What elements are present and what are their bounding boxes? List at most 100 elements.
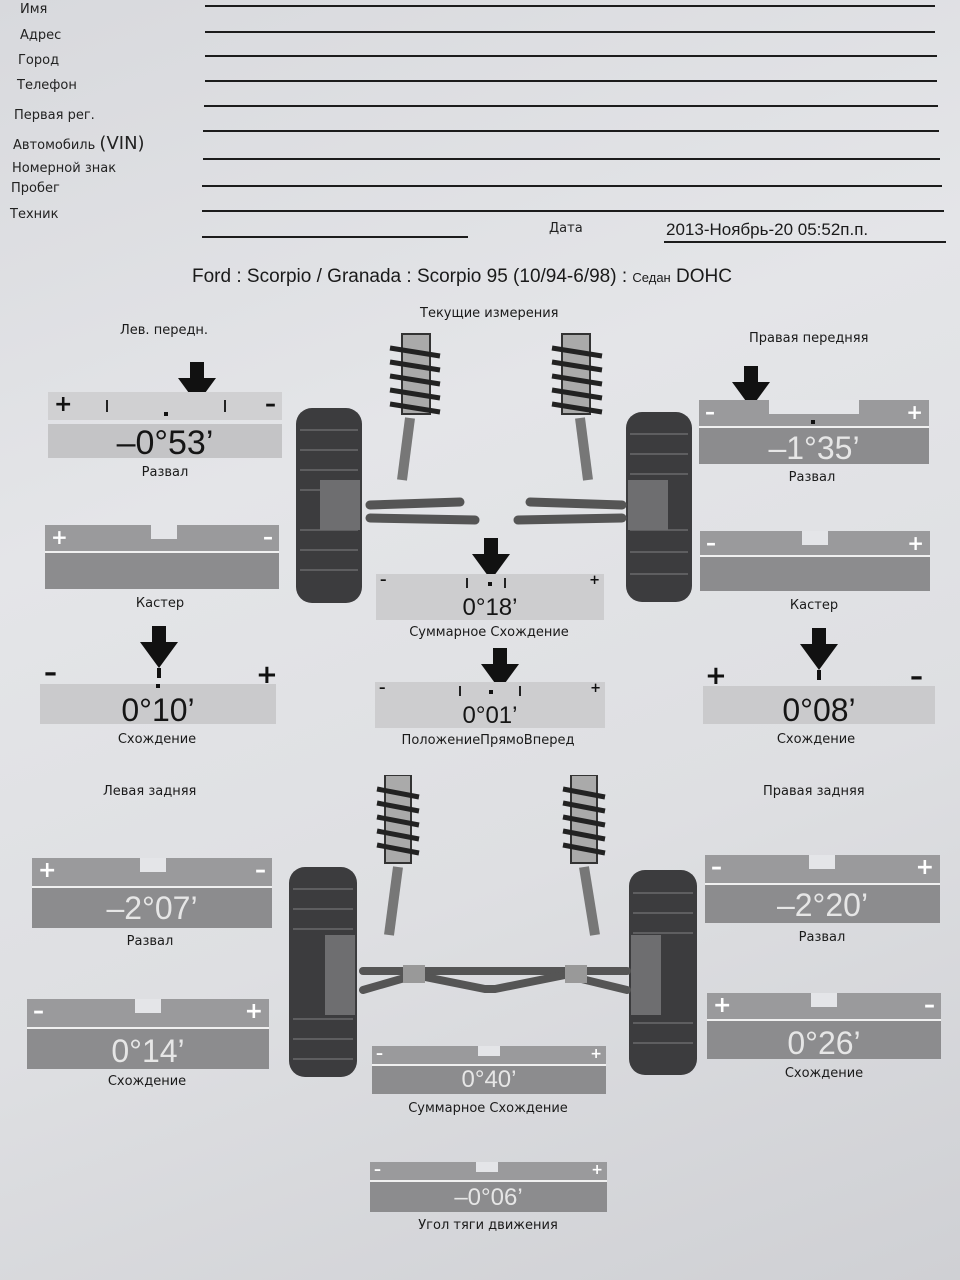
city-label: Город xyxy=(18,53,60,68)
rear-axle-icon xyxy=(359,967,631,994)
straight-ahead-label: ПоложениеПрямоВперед xyxy=(401,733,575,748)
plus-sign: + xyxy=(906,400,923,424)
rear-total-toe-label: Суммарное Схождение xyxy=(408,1101,568,1116)
front-left-caster-gauge: + – xyxy=(45,525,279,589)
plus-sign: + xyxy=(915,855,934,880)
plus-sign: + xyxy=(590,1046,602,1062)
address-label: Адрес xyxy=(20,28,62,43)
vehicle-line xyxy=(203,130,939,132)
minus-sign: – xyxy=(705,400,715,424)
thrust-angle-label: Угол тяги движения xyxy=(418,1218,558,1233)
minus-sign: – xyxy=(380,573,387,588)
front-left-camber-label: Развал xyxy=(141,465,189,480)
front-right-camber-value: –1°35’ xyxy=(768,430,860,466)
rear-right-camber-gauge: – + –2°20’ xyxy=(705,855,940,923)
rear-left-toe-label: Схождение xyxy=(107,1074,187,1089)
minus-sign: – xyxy=(374,1162,381,1178)
first-reg-line xyxy=(204,105,938,107)
plus-sign: + xyxy=(54,392,73,417)
front-total-toe-label: Суммарное Схождение xyxy=(409,625,569,640)
plate-line xyxy=(202,185,942,187)
vehicle-title: Ford : Scorpio / Granada : Scorpio 95 (1… xyxy=(192,266,732,287)
thrust-angle-gauge: – + –0°06’ xyxy=(370,1162,607,1212)
plate-label: Номерной знак xyxy=(12,161,117,176)
rear-left-spring-icon xyxy=(376,775,420,936)
rear-right-toe-gauge: + – 0°26’ xyxy=(707,993,941,1059)
plus-sign: + xyxy=(244,999,263,1024)
rear-right-camber-label: Развал xyxy=(798,930,846,945)
vehicle-label: Автомобиль (VIN) xyxy=(13,133,145,154)
phone-label: Телефон xyxy=(17,78,77,93)
current-measurements-label: Текущие измерения xyxy=(420,306,559,321)
front-total-toe-gauge: – + 0°18’ xyxy=(376,574,604,620)
plus-sign: + xyxy=(590,681,601,696)
front-left-heading: Лев. передн. xyxy=(120,323,209,338)
front-left-tire-icon xyxy=(296,408,362,603)
rear-left-tire-icon xyxy=(289,867,357,1077)
city-line xyxy=(205,55,937,57)
front-right-toe-gauge: 0°08’ xyxy=(703,686,935,726)
front-right-heading: Правая передняя xyxy=(749,331,869,346)
rear-right-tire-icon xyxy=(629,870,697,1075)
rear-left-camber-label: Развал xyxy=(126,934,174,949)
minus-sign: – xyxy=(924,993,935,1018)
date-label: Дата xyxy=(549,221,583,236)
rear-right-mount-icon xyxy=(565,965,587,983)
rear-left-mount-icon xyxy=(403,965,425,983)
rear-right-camber-value: –2°20’ xyxy=(776,887,869,923)
rear-right-toe-value: 0°26’ xyxy=(787,1025,861,1061)
front-left-toe-value: 0°10’ xyxy=(121,692,195,728)
thrust-angle-value: –0°06’ xyxy=(454,1184,523,1211)
minus-sign: – xyxy=(255,858,266,883)
rear-left-toe-gauge: – + 0°14’ xyxy=(27,999,269,1069)
front-left-caster-label: Кастер xyxy=(135,596,185,611)
front-left-camber-gauge: + – –0°53’ xyxy=(48,392,282,462)
name-line xyxy=(205,5,935,7)
rear-suspension-diagram xyxy=(289,775,697,1077)
front-control-arms-icon xyxy=(365,497,627,525)
minus-sign: – xyxy=(379,681,386,696)
plus-sign: + xyxy=(51,525,68,549)
rear-right-spring-icon xyxy=(562,775,606,936)
front-total-toe-arrow-icon xyxy=(472,538,510,580)
front-right-caster-gauge: – + xyxy=(700,531,930,591)
front-right-toe-label: Схождение xyxy=(776,732,856,747)
minus-sign: – xyxy=(265,392,276,417)
rear-left-heading: Левая задняя xyxy=(103,784,197,799)
minus-sign: – xyxy=(33,999,44,1024)
rear-total-toe-gauge: – + 0°40’ xyxy=(372,1046,606,1094)
name-label: Имя xyxy=(20,2,48,17)
front-left-camber-value: –0°53’ xyxy=(116,424,214,462)
first-reg-label: Первая рег. xyxy=(14,108,95,123)
rear-left-toe-value: 0°14’ xyxy=(111,1033,185,1069)
minus-sign: – xyxy=(44,658,57,688)
front-right-caster-label: Кастер xyxy=(789,598,839,613)
straight-ahead-value: 0°01’ xyxy=(462,702,518,729)
tech-line xyxy=(202,236,468,238)
front-left-camber-arrow-icon xyxy=(178,362,216,404)
front-right-spring-icon xyxy=(551,333,603,481)
minus-sign: – xyxy=(910,662,923,692)
vehicle-line-2 xyxy=(203,158,940,160)
front-right-camber-arrow-icon xyxy=(732,366,770,408)
mileage-line xyxy=(202,210,944,212)
vin-label: (VIN) xyxy=(99,133,145,154)
plus-sign: + xyxy=(38,858,57,883)
rear-left-camber-gauge: + – –2°07’ xyxy=(32,858,272,928)
straight-ahead-gauge: – + 0°01’ xyxy=(375,682,605,728)
tech-label: Техник xyxy=(10,207,59,222)
minus-sign: – xyxy=(711,855,722,880)
date-line xyxy=(664,241,946,243)
rear-right-heading: Правая задняя xyxy=(763,784,865,799)
front-right-camber-label: Развал xyxy=(788,470,836,485)
front-suspension-diagram xyxy=(296,333,692,603)
phone-line xyxy=(205,80,937,82)
plus-sign: + xyxy=(907,531,924,555)
minus-sign: – xyxy=(706,531,716,555)
front-right-toe-arrow-icon xyxy=(800,628,838,680)
front-left-spring-icon xyxy=(389,333,441,481)
address-line xyxy=(205,31,935,33)
front-right-camber-gauge: – + –1°35’ xyxy=(699,400,929,464)
plus-sign: + xyxy=(591,1162,603,1178)
date-value: 2013-Ноябрь-20 05:52п.п. xyxy=(666,220,869,239)
